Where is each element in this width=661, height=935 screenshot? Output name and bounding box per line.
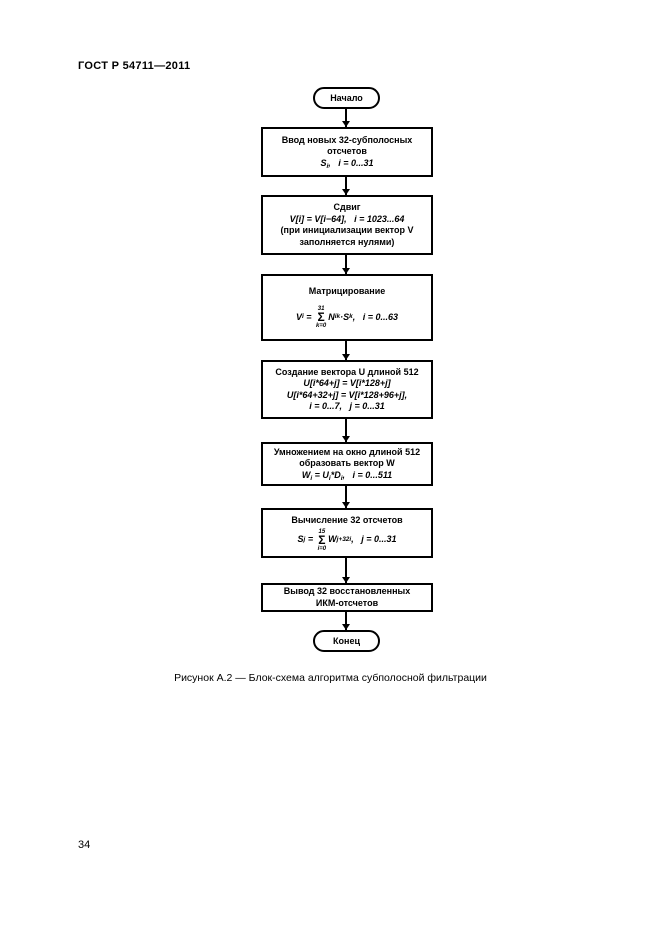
box-compute-title: Вычисление 32 отсчетов: [291, 514, 403, 525]
box-shift-formula: V[i] = V[i−64], i = 1023...64: [289, 213, 405, 224]
arrow-connector: [342, 255, 349, 274]
flowchart-start-terminal: Начало: [313, 87, 380, 109]
box-input-formula: Si, i = 0...31: [320, 157, 374, 170]
arrow-connector: [342, 612, 349, 630]
flowchart-box-window: Умножением на окно длиной 512 образовать…: [261, 442, 433, 486]
page-number: 34: [78, 839, 91, 851]
box-vector-u-line3: U[i*64+32+j] = V[i*128+96+j],: [286, 389, 408, 400]
box-vector-u-line2: U[i*64+j] = V[i*128+j]: [303, 378, 391, 388]
sigma-icon: Σ: [317, 309, 325, 324]
end-label: Конец: [333, 636, 360, 646]
box-output-line2: ИКМ-отсчетов: [315, 597, 379, 608]
box-shift-title: Сдвиг: [333, 202, 361, 212]
arrow-connector: [342, 108, 349, 127]
flowchart-box-vector-u: Создание вектора U длиной 512 U[i*64+j] …: [261, 360, 433, 419]
arrow-connector: [342, 341, 349, 360]
arrow-connector: [342, 486, 349, 508]
arrow-connector: [342, 558, 349, 583]
box-output-line1: Вывод 32 восстановленных: [283, 586, 411, 596]
flowchart-box-input: Ввод новых 32-субполосных отсчетов Si, i…: [261, 127, 433, 177]
box-window-line1: Умножением на окно длиной 512: [273, 446, 421, 457]
box-input-line1: Ввод новых 32-субполосных: [281, 134, 413, 145]
arrow-connector: [342, 177, 349, 195]
flowchart-end-terminal: Конец: [313, 630, 380, 652]
flowchart-box-output: Вывод 32 восстановленных ИКМ-отсчетов: [261, 583, 433, 612]
box-shift-note1: (при инициализации вектор V: [280, 225, 414, 235]
flowchart-box-shift: Сдвиг V[i] = V[i−64], i = 1023...64 (при…: [261, 195, 433, 255]
arrow-connector: [342, 419, 349, 442]
box-input-line2: отсчетов: [327, 146, 367, 157]
box-vector-u-line4: i = 0...7, j = 0...31: [309, 401, 385, 411]
sigma-icon: Σ: [318, 532, 326, 547]
figure-caption: Рисунок А.2 — Блок-схема алгоритма субпо…: [174, 672, 487, 684]
box-window-formula: Wi = Ui*Di, i = 0...511: [301, 469, 393, 482]
start-label: Начало: [330, 93, 363, 103]
box-matrixing-title: Матрицирование: [308, 286, 386, 297]
box-window-line2: образовать вектор W: [299, 458, 395, 469]
box-shift-note2: заполняется нулями): [299, 236, 395, 247]
box-vector-u-title: Создание вектора U длиной 512: [275, 366, 419, 377]
document-header: ГОСТ Р 54711—2011: [78, 60, 191, 72]
